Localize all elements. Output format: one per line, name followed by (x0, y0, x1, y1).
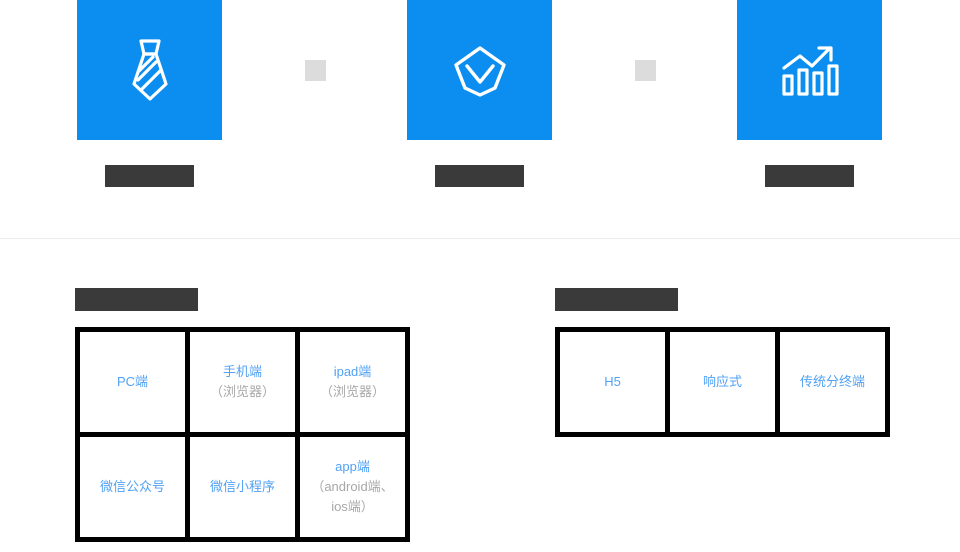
broken-image-placeholder-0 (305, 60, 326, 81)
cell-main-label: PC端 (116, 374, 149, 389)
terminal-cell-wechat-official[interactable]: 微信公众号 (80, 437, 185, 537)
feature-tile-1[interactable] (407, 0, 552, 140)
section-title-display-modes: 多种展现形式展 (555, 288, 679, 311)
feature-item-1[interactable]: 品质设计网 (407, 0, 552, 187)
terminal-cell-ipad[interactable]: ipad端 （浏览器） (300, 332, 405, 432)
bar-chart-up-icon (778, 40, 842, 100)
diamond-icon (449, 39, 511, 101)
section-terminals: 多终端覆盖展示 PC端 手机端 （浏览器） ipad端 （浏览器） 微信公众号 … (75, 239, 410, 542)
terminal-cell-app[interactable]: app端 （android端、ios端） (300, 437, 405, 537)
cell-sub-label: （android端、ios端） (311, 479, 394, 514)
feature-label-1: 品质设计网 (434, 165, 524, 187)
hero-feature-strip: 专业建站网 品质设计网 (0, 0, 960, 239)
cell-sub-label: （浏览器） (209, 384, 275, 399)
cell-main-label: 传统分终端 (799, 374, 865, 389)
cell-main-label: 微信公众号 (99, 479, 165, 494)
display-mode-grid: H5 响应式 传统分终端 (555, 327, 890, 437)
section-title-terminals: 多终端覆盖展示 (75, 288, 199, 311)
terminal-cell-wechat-miniprogram[interactable]: 微信小程序 (190, 437, 295, 537)
cell-main-label: 响应式 (702, 374, 742, 389)
cell-main-label: ipad端 (333, 364, 372, 379)
feature-tile-0[interactable] (77, 0, 222, 140)
display-mode-cell-h5[interactable]: H5 (560, 332, 665, 432)
feature-item-2[interactable]: 直达营销页 (737, 0, 882, 187)
feature-item-0[interactable]: 专业建站网 (77, 0, 222, 187)
terminal-grid: PC端 手机端 （浏览器） ipad端 （浏览器） 微信公众号 微信小程序 ap… (75, 327, 410, 542)
section-display-modes: 多种展现形式展 H5 响应式 传统分终端 (555, 239, 890, 437)
cell-main-label: 手机端 (222, 364, 262, 379)
terminal-cell-pc[interactable]: PC端 (80, 332, 185, 432)
cell-sub-label: （浏览器） (319, 384, 385, 399)
section-divider (0, 238, 960, 239)
terminal-cell-mobile[interactable]: 手机端 （浏览器） (190, 332, 295, 432)
cell-main-label: app端 (335, 459, 370, 474)
feature-tile-2[interactable] (737, 0, 882, 140)
feature-label-0: 专业建站网 (104, 165, 194, 187)
feature-label-2: 直达营销页 (764, 165, 854, 187)
broken-image-placeholder-1 (635, 60, 656, 81)
necktie-icon (122, 35, 178, 105)
cell-main-label: 微信小程序 (209, 479, 275, 494)
cell-main-label: H5 (604, 374, 621, 389)
display-mode-cell-traditional[interactable]: 传统分终端 (780, 332, 885, 432)
display-mode-cell-responsive[interactable]: 响应式 (670, 332, 775, 432)
